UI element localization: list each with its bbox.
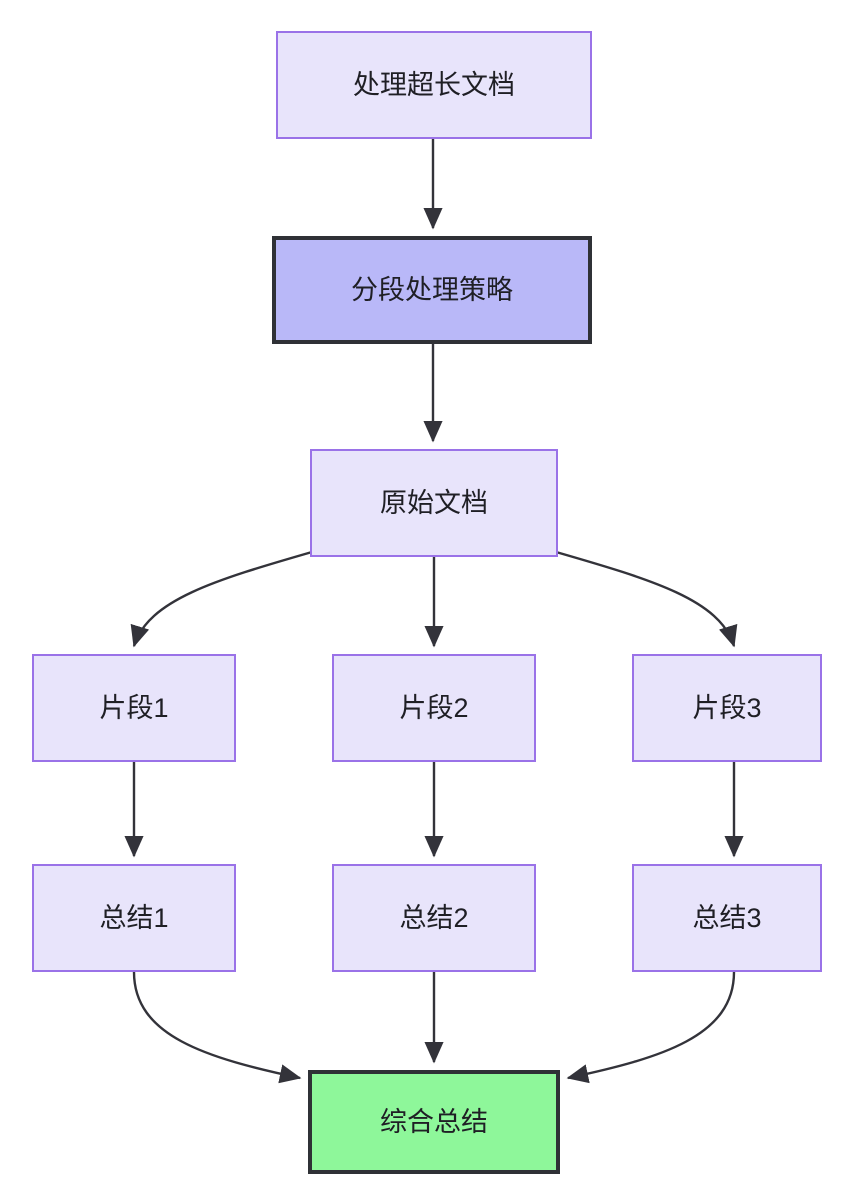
node-summary-3[interactable]: 总结3: [632, 864, 822, 972]
node-chunk-strategy[interactable]: 分段处理策略: [272, 236, 592, 344]
node-label: 综合总结: [380, 1106, 488, 1137]
edge-summary-1-to-final-summary: [132, 971, 302, 1084]
edge-source-document-to-fragment-1: [130, 550, 313, 648]
edge-summary-3-to-final-summary: [566, 971, 736, 1084]
node-label: 总结1: [99, 902, 169, 933]
node-long-document[interactable]: 处理超长文档: [276, 31, 592, 139]
edge-source-document-to-fragment-3: [555, 550, 738, 648]
node-label: 片段1: [99, 692, 169, 723]
node-label: 片段2: [399, 692, 469, 723]
node-label: 处理超长文档: [353, 69, 515, 100]
node-summary-1[interactable]: 总结1: [32, 864, 236, 972]
node-source-document[interactable]: 原始文档: [310, 449, 558, 557]
node-fragment-1[interactable]: 片段1: [32, 654, 236, 762]
node-final-summary[interactable]: 综合总结: [308, 1070, 560, 1174]
node-label: 总结2: [399, 902, 469, 933]
node-summary-2[interactable]: 总结2: [332, 864, 536, 972]
node-label: 总结3: [692, 902, 762, 933]
node-fragment-2[interactable]: 片段2: [332, 654, 536, 762]
node-label: 分段处理策略: [351, 274, 513, 305]
node-label: 片段3: [692, 692, 762, 723]
node-label: 原始文档: [380, 487, 488, 518]
node-fragment-3[interactable]: 片段3: [632, 654, 822, 762]
